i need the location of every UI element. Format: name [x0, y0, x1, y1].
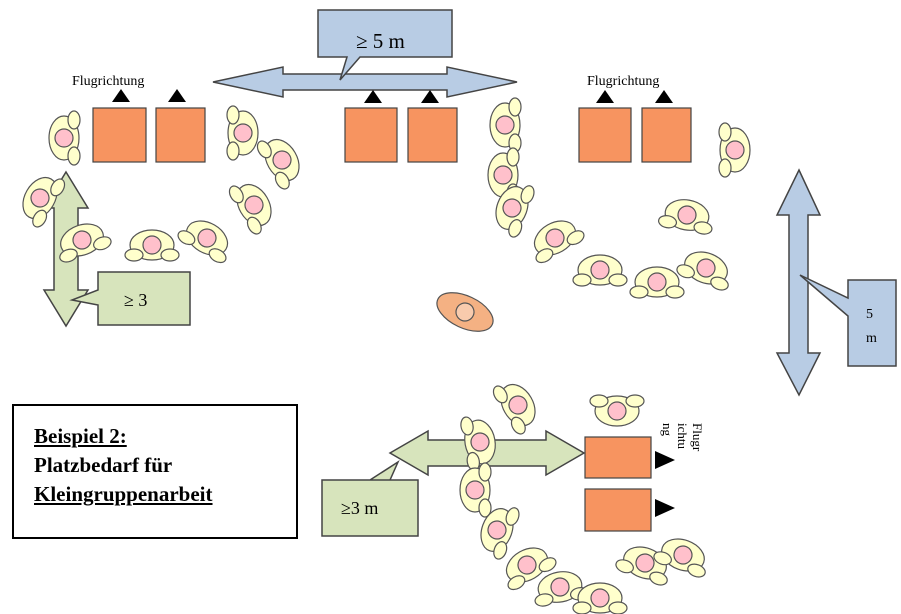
distance-label-right-unit: m [866, 331, 877, 346]
vertical-label-line3: ng [660, 423, 675, 436]
vertical-label-line2: ichtu [675, 423, 690, 449]
caption-topic: Kleingruppenarbeit [34, 482, 213, 506]
distance-label-left: ≥ 3 [124, 290, 147, 310]
distance-arrow-top [212, 9, 518, 98]
tables [92, 107, 692, 532]
caption-title: Beispiel 2: [34, 424, 127, 448]
distance-arrow-bottom [321, 429, 586, 537]
distance-label-top: ≥ 5 m [356, 29, 405, 53]
distance-arrow-right [775, 168, 897, 397]
teacher-figure [430, 284, 500, 340]
vertical-flight-direction-label: Flugr ichtu ng [660, 423, 705, 503]
flight-direction-label-left: Flugrichtung [72, 74, 144, 89]
caption-box: Beispiel 2: Platzbedarf für Kleingruppen… [12, 404, 298, 539]
direction-markers [112, 89, 675, 517]
caption-subtitle: Platzbedarf für [34, 453, 173, 477]
vertical-label-line1: Flugr [690, 423, 705, 452]
flight-direction-label-right: Flugrichtung [587, 74, 659, 89]
distance-label-right-number: 5 [866, 307, 873, 322]
distance-label-bottom: ≥3 m [341, 498, 378, 518]
